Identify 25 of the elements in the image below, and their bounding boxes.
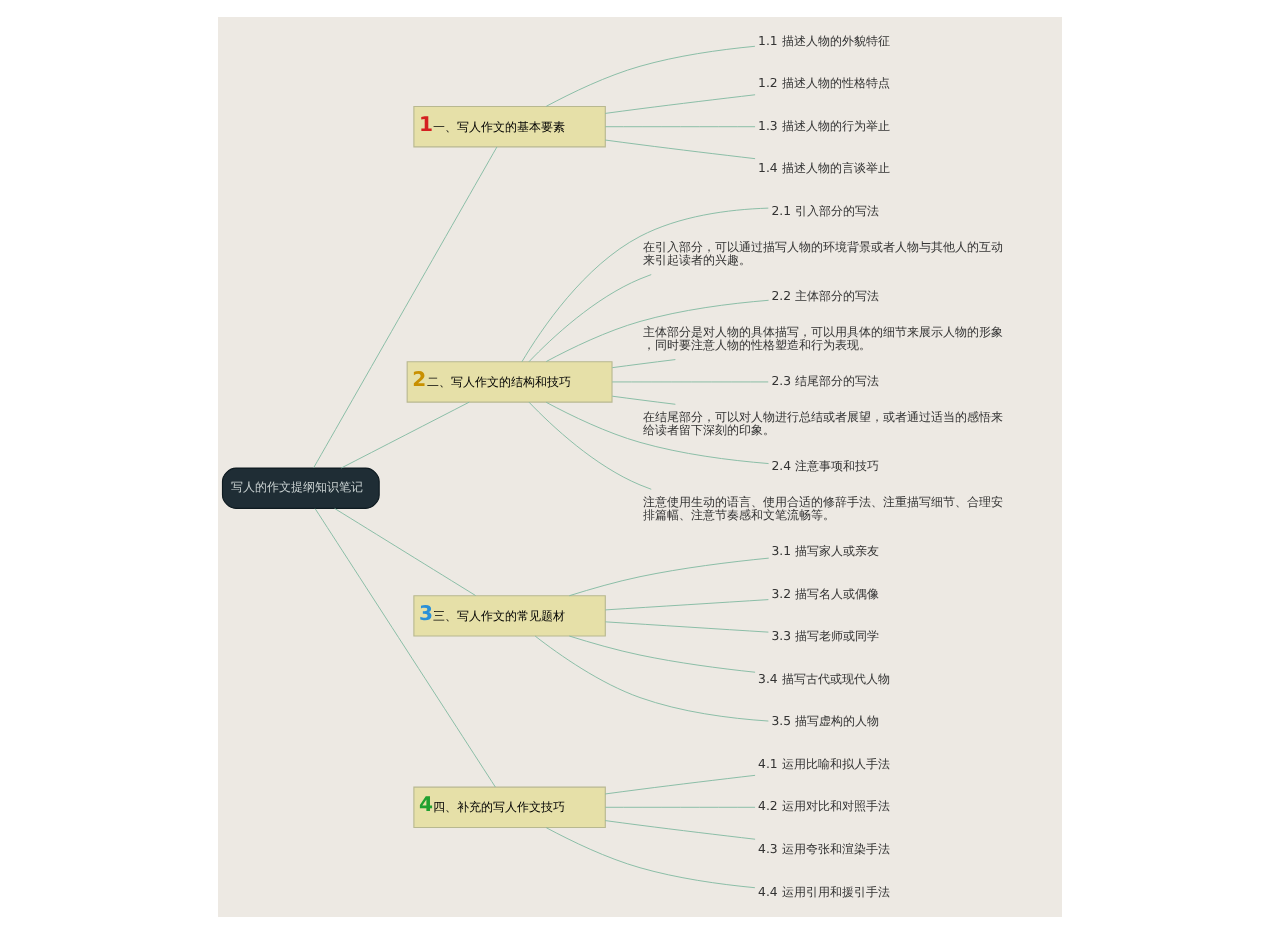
- connector: [604, 820, 756, 840]
- connector: [528, 274, 652, 363]
- connector: [545, 401, 770, 464]
- connector: [605, 599, 769, 611]
- connector: [314, 508, 496, 788]
- connector: [568, 635, 756, 673]
- connector: [604, 94, 756, 114]
- connector: [605, 806, 756, 808]
- connector: [605, 621, 769, 633]
- connector: [528, 401, 652, 490]
- connector: [611, 381, 769, 383]
- connector: [611, 395, 676, 405]
- connector: [545, 827, 756, 889]
- connector: [340, 401, 470, 469]
- connector: [545, 299, 770, 362]
- connector: [605, 126, 756, 128]
- connector: [611, 359, 676, 369]
- connector: [604, 139, 756, 160]
- connector: [545, 45, 756, 107]
- connector: [313, 146, 498, 469]
- connector: [534, 635, 769, 722]
- connector: [521, 207, 769, 363]
- connector: [334, 508, 476, 596]
- connector: [604, 774, 756, 795]
- connector: [568, 557, 770, 597]
